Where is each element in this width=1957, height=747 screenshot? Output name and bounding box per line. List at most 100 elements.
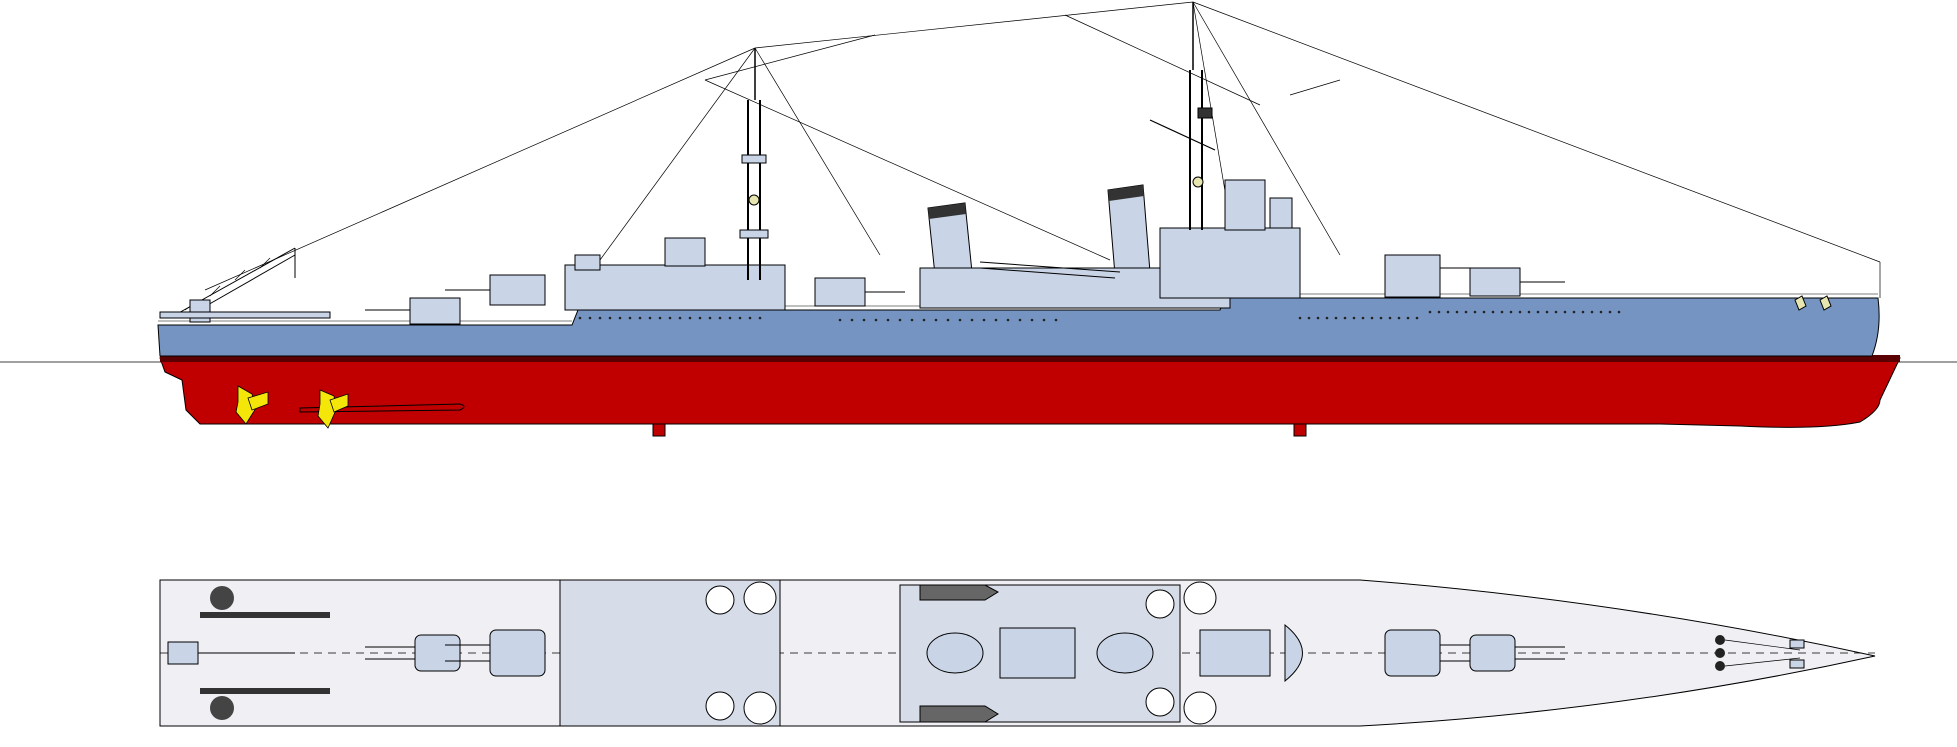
propeller-icon <box>235 385 269 425</box>
profile-view <box>157 1 1901 437</box>
porthole <box>1599 310 1603 314</box>
porthole <box>1500 310 1504 314</box>
gun-turret-icon <box>814 277 905 307</box>
funnel-icon <box>926 632 984 674</box>
boat-icon <box>919 584 1000 601</box>
porthole <box>1379 316 1383 320</box>
porthole <box>618 316 622 320</box>
porthole <box>648 316 652 320</box>
porthole <box>1334 316 1338 320</box>
porthole <box>1370 316 1374 320</box>
porthole <box>1554 310 1558 314</box>
porthole <box>658 316 662 320</box>
porthole <box>1437 310 1441 314</box>
bridge-superstructure <box>1159 227 1301 299</box>
porthole <box>1446 310 1450 314</box>
anchor-icon <box>1794 295 1832 311</box>
porthole <box>1617 310 1621 314</box>
porthole <box>1415 316 1419 320</box>
porthole <box>1325 316 1329 320</box>
director <box>1269 197 1293 229</box>
porthole <box>1581 310 1585 314</box>
porthole <box>946 318 950 322</box>
porthole <box>994 318 998 322</box>
boat-stack <box>999 627 1076 679</box>
porthole <box>1527 310 1531 314</box>
porthole <box>1361 316 1365 320</box>
hull-lower <box>159 357 1901 428</box>
propeller-icon <box>317 389 349 429</box>
gun-turret-icon <box>1469 267 1565 297</box>
mast-icon <box>1149 2 1216 230</box>
porthole <box>1482 310 1486 314</box>
plan-view <box>159 579 1876 727</box>
porthole <box>1536 310 1540 314</box>
secondary-mounts <box>705 581 1217 725</box>
porthole <box>898 318 902 322</box>
porthole <box>886 318 890 322</box>
gun-turret-icon <box>1384 254 1500 298</box>
porthole <box>1298 316 1302 320</box>
funnel-icon <box>1096 632 1154 674</box>
aft-director <box>664 237 706 267</box>
porthole <box>970 318 974 322</box>
porthole <box>688 316 692 320</box>
porthole <box>1428 310 1432 314</box>
porthole <box>1572 310 1576 314</box>
porthole <box>1545 310 1549 314</box>
gun-turret-icon <box>365 634 461 672</box>
funnel-cap <box>928 203 966 219</box>
boat-crane <box>979 261 1121 279</box>
porthole <box>1563 310 1567 314</box>
bridge-plan <box>1199 629 1271 677</box>
porthole <box>1397 316 1401 320</box>
porthole <box>668 316 672 320</box>
porthole <box>1509 310 1513 314</box>
porthole <box>1608 310 1612 314</box>
porthole <box>738 316 742 320</box>
bridge-wing <box>1284 623 1303 683</box>
porthole <box>1042 318 1046 322</box>
aft-superstructure <box>564 264 786 311</box>
porthole <box>1030 318 1034 322</box>
porthole <box>982 318 986 322</box>
porthole <box>578 316 582 320</box>
funnel-cap <box>1108 185 1144 201</box>
propeller-shaft <box>299 403 465 413</box>
keel-block <box>652 423 666 437</box>
crane-icon <box>174 247 296 323</box>
catapult <box>200 586 330 720</box>
porthole <box>718 316 722 320</box>
porthole <box>1518 310 1522 314</box>
anchor-icon <box>1715 635 1805 671</box>
porthole <box>1006 318 1010 322</box>
aft-superstructure-plan <box>559 579 781 727</box>
porthole <box>758 316 762 320</box>
porthole <box>708 316 712 320</box>
portholes <box>578 310 1621 322</box>
porthole <box>698 316 702 320</box>
boat-icon <box>919 705 999 723</box>
porthole <box>1316 316 1320 320</box>
porthole <box>1054 318 1058 322</box>
keel-block <box>1293 423 1307 437</box>
porthole <box>1590 310 1594 314</box>
porthole <box>598 316 602 320</box>
porthole <box>1473 310 1477 314</box>
porthole <box>1352 316 1356 320</box>
porthole <box>874 318 878 322</box>
aft-rangefinder <box>574 254 601 271</box>
porthole <box>588 316 592 320</box>
porthole <box>608 316 612 320</box>
gun-turret-icon <box>445 274 546 306</box>
porthole <box>838 318 842 322</box>
porthole <box>1491 310 1495 314</box>
crane-icon <box>167 641 295 665</box>
bridge-top <box>1224 179 1266 231</box>
porthole <box>862 318 866 322</box>
porthole <box>1307 316 1311 320</box>
gun-turret-icon <box>365 297 461 325</box>
porthole <box>958 318 962 322</box>
porthole <box>1464 310 1468 314</box>
